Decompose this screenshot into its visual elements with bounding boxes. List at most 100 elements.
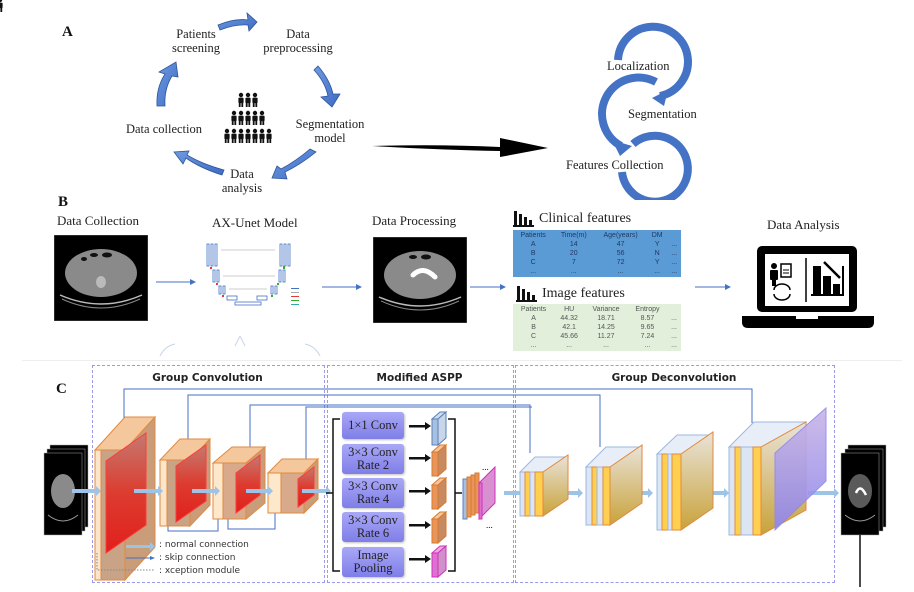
table-cell: 9.65 (640, 324, 655, 331)
cycle-step-data-collection: Data collection (118, 122, 210, 136)
table-cell: C (530, 333, 537, 340)
bar-chart-icon (513, 211, 534, 227)
table-row: B 42.1 14.25 9.65 ... (513, 323, 681, 332)
table-cell: 18.71 (597, 315, 615, 322)
step-title-ax-unet-model: AX-Unet Model (212, 215, 298, 230)
table-cell: 14 (569, 241, 578, 248)
cycle-step-data-analysis: Data analysis (212, 167, 272, 195)
decoder-block-1 (518, 454, 570, 517)
ellipsis-mark: ... (482, 462, 489, 472)
aspp-block-text: Image (357, 548, 389, 562)
aspp-feature-maps (430, 410, 448, 579)
image-features-title: Image features (542, 286, 625, 301)
table-cell: ... (530, 342, 537, 349)
aspp-block-text: Rate 2 (356, 458, 390, 472)
loop-segmentation-arrowhead (612, 140, 632, 156)
table-row: ... ... ... ... ... (513, 341, 681, 350)
cycle-step-text: model (314, 131, 346, 145)
table-cell: ... (671, 241, 678, 248)
aspp-block-3x3-rate-6: 3×3 Conv Rate 6 (342, 512, 404, 542)
aspp-block-text: Rate 4 (356, 492, 390, 506)
section-title-modified-aspp: Modified ASPP (376, 372, 463, 384)
clinical-features-table: Patients Time(m) Age(years) DM A 14 47 Y… (513, 231, 681, 276)
cycle-arrow-segmentation-to-analysis (271, 148, 317, 180)
table-cell: 42.1 (562, 324, 576, 331)
aspp-block-text: 3×3 Conv (348, 479, 398, 493)
table-row: C 7 72 Y ... (513, 258, 681, 267)
person-icon (770, 263, 778, 286)
section-title-group-deconvolution: Group Deconvolution (611, 372, 737, 384)
table-row: A 14 47 Y ... (513, 240, 681, 249)
table-cell: 8.57 (640, 315, 655, 322)
cycle-step-text: Data collection (125, 122, 202, 136)
table-cell: 72 (616, 259, 625, 266)
table-row: A 44.32 18.71 8.57 ... (513, 314, 681, 323)
cycle-step-text: analysis (221, 181, 263, 195)
column-header: Entropy (635, 306, 660, 313)
cycle-step-text: Patients (176, 27, 216, 41)
patients-group-icon (0, 0, 272, 143)
clinical-features-header: Clinical features (513, 209, 631, 227)
cycle-step-text: screening (172, 41, 220, 55)
table-cell: C (530, 259, 536, 266)
encoder-block-2 (158, 437, 212, 528)
table-cell: ... (671, 333, 677, 340)
panel-divider (22, 360, 902, 361)
table-cell: ... (671, 324, 677, 331)
aspp-block-text: Pooling (353, 561, 393, 575)
aspp-block-text: 3×3 Conv (348, 445, 398, 459)
column-header (667, 231, 681, 240)
legend-graphics (96, 542, 155, 571)
image-features-header: Image features (516, 284, 625, 302)
table-cell: ... (671, 342, 677, 349)
pipeline-arrow (372, 138, 548, 157)
table-row: C 45.66 11.27 7.24 ... (513, 332, 681, 341)
aspp-block-image-pooling: Image Pooling (342, 547, 404, 577)
aspp-branch-arrows (409, 422, 431, 563)
aspp-block-3x3-rate-4: 3×3 Conv Rate 4 (342, 478, 404, 508)
zoom-bracket (159, 336, 321, 356)
cycle-arrow-preprocessing-to-segmentation (313, 65, 341, 108)
image-features-table-wrap: Patients HU Variance Entropy A 44.32 18.… (513, 304, 681, 351)
cycle-arrow-analysis-to-collection (173, 150, 225, 176)
decoder-block-3 (655, 431, 715, 531)
step-title-data-collection: Data Collection (57, 213, 139, 228)
ax-unet-diagram-thumbnail (206, 243, 299, 306)
table-cell: ... (671, 315, 677, 322)
table-cell: ... (671, 259, 678, 266)
panel-b-label: B (58, 194, 69, 210)
table-header-row: Patients Time(m) Age(years) DM (513, 231, 681, 240)
legend-xception-module: : xception module (159, 566, 241, 576)
arrow-collection-to-model (156, 279, 196, 285)
table-cell: 20 (569, 250, 578, 257)
cycle-step-segmentation-model: Segmentation model (290, 117, 370, 145)
legend-normal-connection: : normal connection (159, 540, 249, 550)
table-cell: Y (654, 241, 660, 248)
table-cell: ... (654, 268, 661, 275)
table-row: ... ... ... ... ... (513, 267, 681, 276)
loop-localization (614, 22, 692, 100)
ct-scan-raw-image (54, 235, 148, 321)
clinical-features-title: Clinical features (539, 211, 632, 226)
bar-chart-trend-icon (811, 261, 844, 296)
group-convolution-section (92, 365, 325, 583)
column-header: Age(years) (603, 232, 638, 239)
normal-connection-swatch (126, 542, 155, 551)
column-header: HU (564, 306, 575, 313)
table-row: B 20 56 N ... (513, 249, 681, 258)
document-icon (780, 263, 792, 278)
encoder-block-3 (211, 445, 267, 521)
table-cell: B (531, 324, 536, 331)
table-cell: ... (566, 342, 573, 349)
table-cell: 45.66 (560, 333, 578, 340)
cycle-step-text: Data (230, 167, 254, 181)
table-cell: ... (530, 268, 537, 275)
aspp-block-text: 1×1 Conv (348, 418, 398, 432)
laptop-analysis-icon (742, 246, 874, 328)
group-deconvolution-section (515, 365, 835, 583)
table-cell: 7 (571, 259, 576, 266)
table-cell: B (530, 250, 536, 257)
cycle-icon (773, 283, 791, 301)
cycle-step-text: Segmentation (295, 117, 365, 131)
aspp-block-3x3-rate-2: 3×3 Conv Rate 2 (342, 444, 404, 474)
